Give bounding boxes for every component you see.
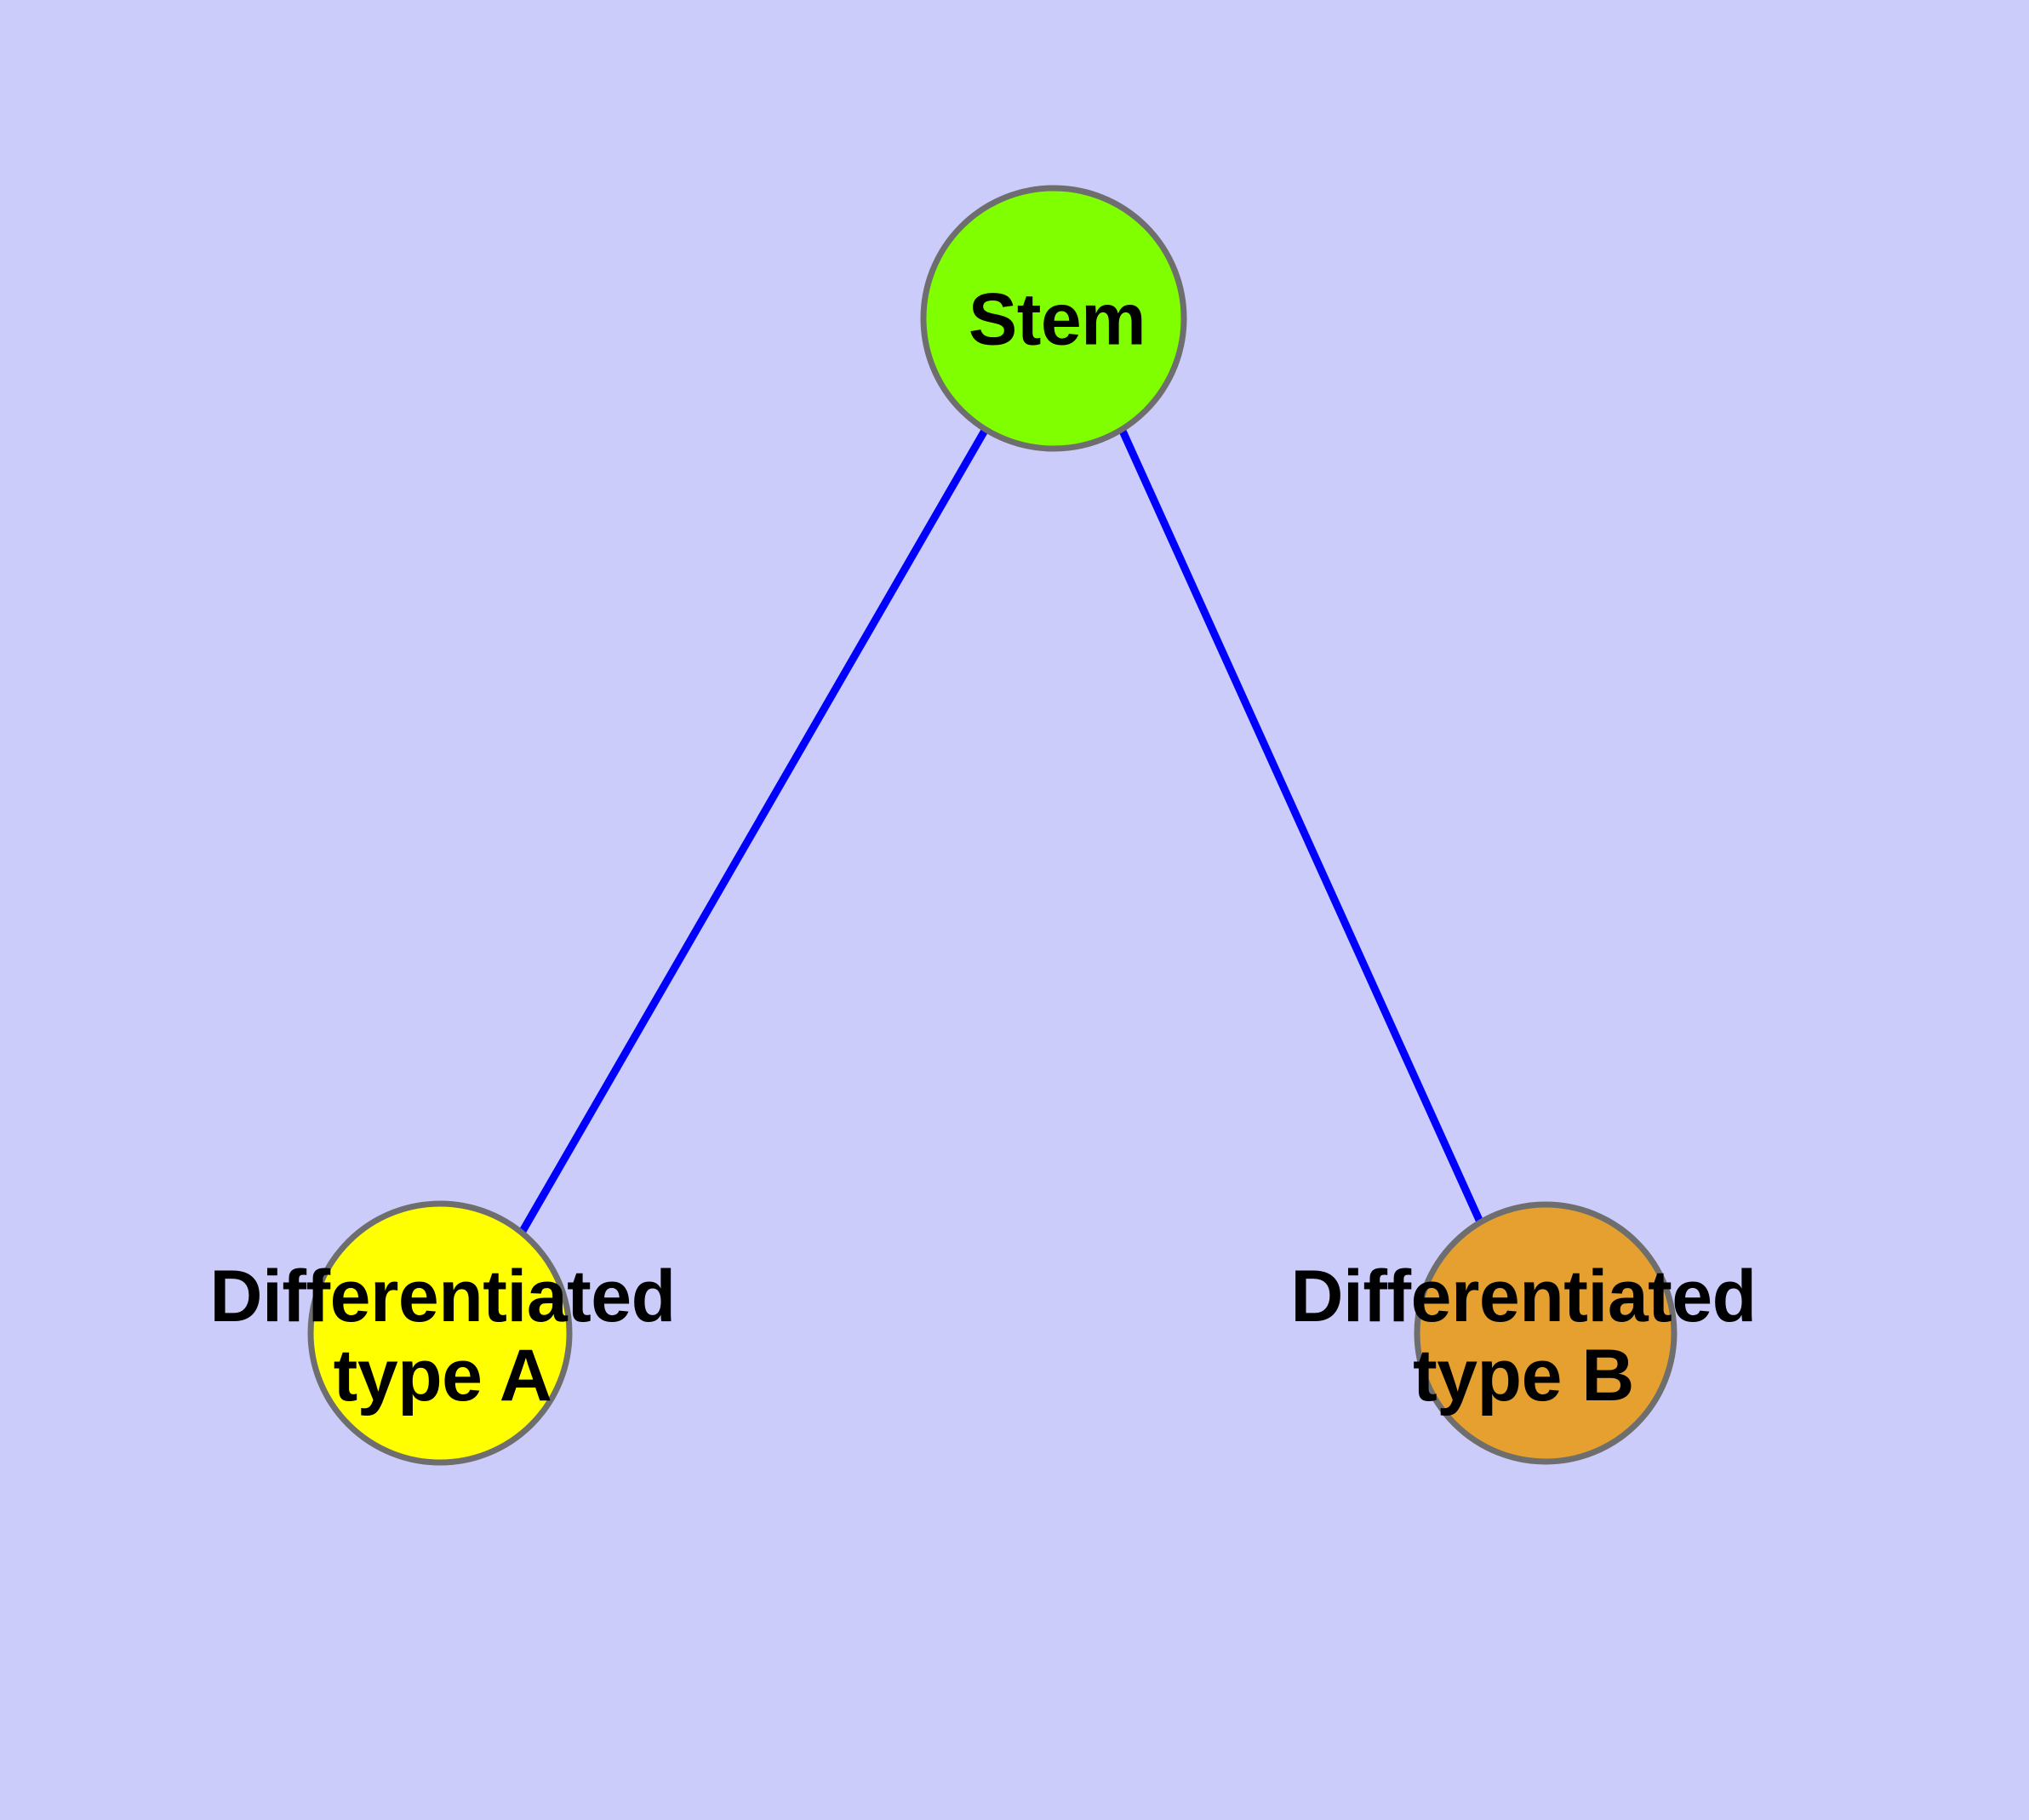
node-layer bbox=[307, 185, 1677, 1466]
edge-layer bbox=[518, 426, 1487, 1235]
node-stem[interactable] bbox=[920, 185, 1187, 452]
edge-stem-to-diff-b[interactable] bbox=[1117, 427, 1487, 1229]
edge-stem-to-diff-a[interactable] bbox=[518, 426, 989, 1235]
node-diff_b[interactable] bbox=[1414, 1201, 1677, 1465]
node-diff_a[interactable] bbox=[307, 1200, 573, 1466]
